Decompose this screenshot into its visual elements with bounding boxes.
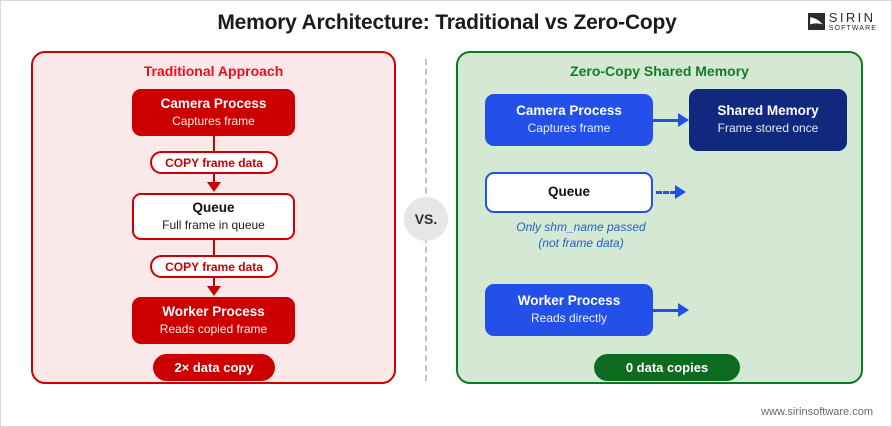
node-right-shared-memory[interactable]: Shared Memory Frame stored once (689, 89, 847, 151)
node-right-worker-process[interactable]: Worker Process Reads directly (485, 284, 653, 336)
node-title: Queue (547, 184, 590, 200)
page-title: Memory Architecture: Traditional vs Zero… (217, 11, 677, 34)
connector-worker-to-shared-memory (653, 309, 679, 312)
connector-copy2-to-worker (213, 278, 215, 288)
node-right-camera-process[interactable]: Camera Process Captures frame (485, 94, 653, 146)
connector-camera-to-copy1 (213, 136, 215, 152)
node-subtitle: Captures frame (172, 113, 255, 128)
node-title: Shared Memory (717, 103, 819, 119)
node-title: Queue (192, 199, 235, 215)
badge-zero-data-copies: 0 data copies (594, 354, 740, 381)
arrowhead-worker-icon (678, 303, 689, 317)
logo-name: SIRIN (828, 10, 876, 25)
node-subtitle: Reads directly (530, 311, 608, 326)
vs-badge: VS. (404, 197, 448, 241)
node-left-queue[interactable]: Queue Full frame in queue (132, 193, 295, 240)
arrowhead-copy1-to-queue-icon (207, 182, 221, 192)
connector-queue-dashed (656, 191, 676, 194)
connector-camera-to-shared-memory (653, 119, 679, 122)
arrowhead-queue-dashed-icon (675, 185, 686, 199)
shm-note-line-1: Only shm_name passed (516, 220, 646, 234)
arrowhead-camera-to-shared-memory-icon (678, 113, 689, 127)
panel-traditional-title: Traditional Approach (143, 63, 284, 79)
connector-copy1-to-queue (213, 174, 215, 184)
node-left-camera-process[interactable]: Camera Process Captures frame (132, 89, 295, 136)
node-subtitle: Captures frame (527, 121, 611, 136)
pill-copy-frame-data-1[interactable]: COPY frame data (150, 151, 278, 174)
connector-queue-to-copy2 (213, 240, 215, 256)
node-left-worker-process[interactable]: Worker Process Reads copied frame (132, 297, 295, 344)
shm-note-line-2: (not frame data) (538, 236, 624, 251)
logo-wordmark: SIRIN SOFTWARE (829, 11, 877, 32)
node-subtitle: Frame stored once (717, 121, 819, 136)
arrowhead-copy2-to-worker-icon (207, 286, 221, 296)
node-title: Worker Process (517, 293, 621, 309)
node-title: Camera Process (160, 95, 267, 111)
node-title: Camera Process (516, 103, 622, 119)
pill-copy-frame-data-2[interactable]: COPY frame data (150, 255, 278, 278)
node-subtitle: Reads copied frame (159, 321, 268, 336)
node-title: Worker Process (162, 303, 265, 319)
sirin-swoosh-icon (807, 13, 825, 30)
badge-two-times-data-copy: 2× data copy (153, 354, 275, 381)
node-right-queue[interactable]: Queue (485, 172, 653, 213)
footer-website-url: www.sirinsoftware.com (761, 406, 873, 418)
panel-zerocopy-title: Zero-Copy Shared Memory (570, 63, 749, 79)
node-subtitle: Full frame in queue (162, 217, 265, 232)
logo-subtitle: SOFTWARE (828, 25, 877, 32)
shm-name-note: Only shm_name passed (not frame data) (471, 219, 691, 251)
sirin-software-logo: SIRIN SOFTWARE (807, 11, 877, 32)
